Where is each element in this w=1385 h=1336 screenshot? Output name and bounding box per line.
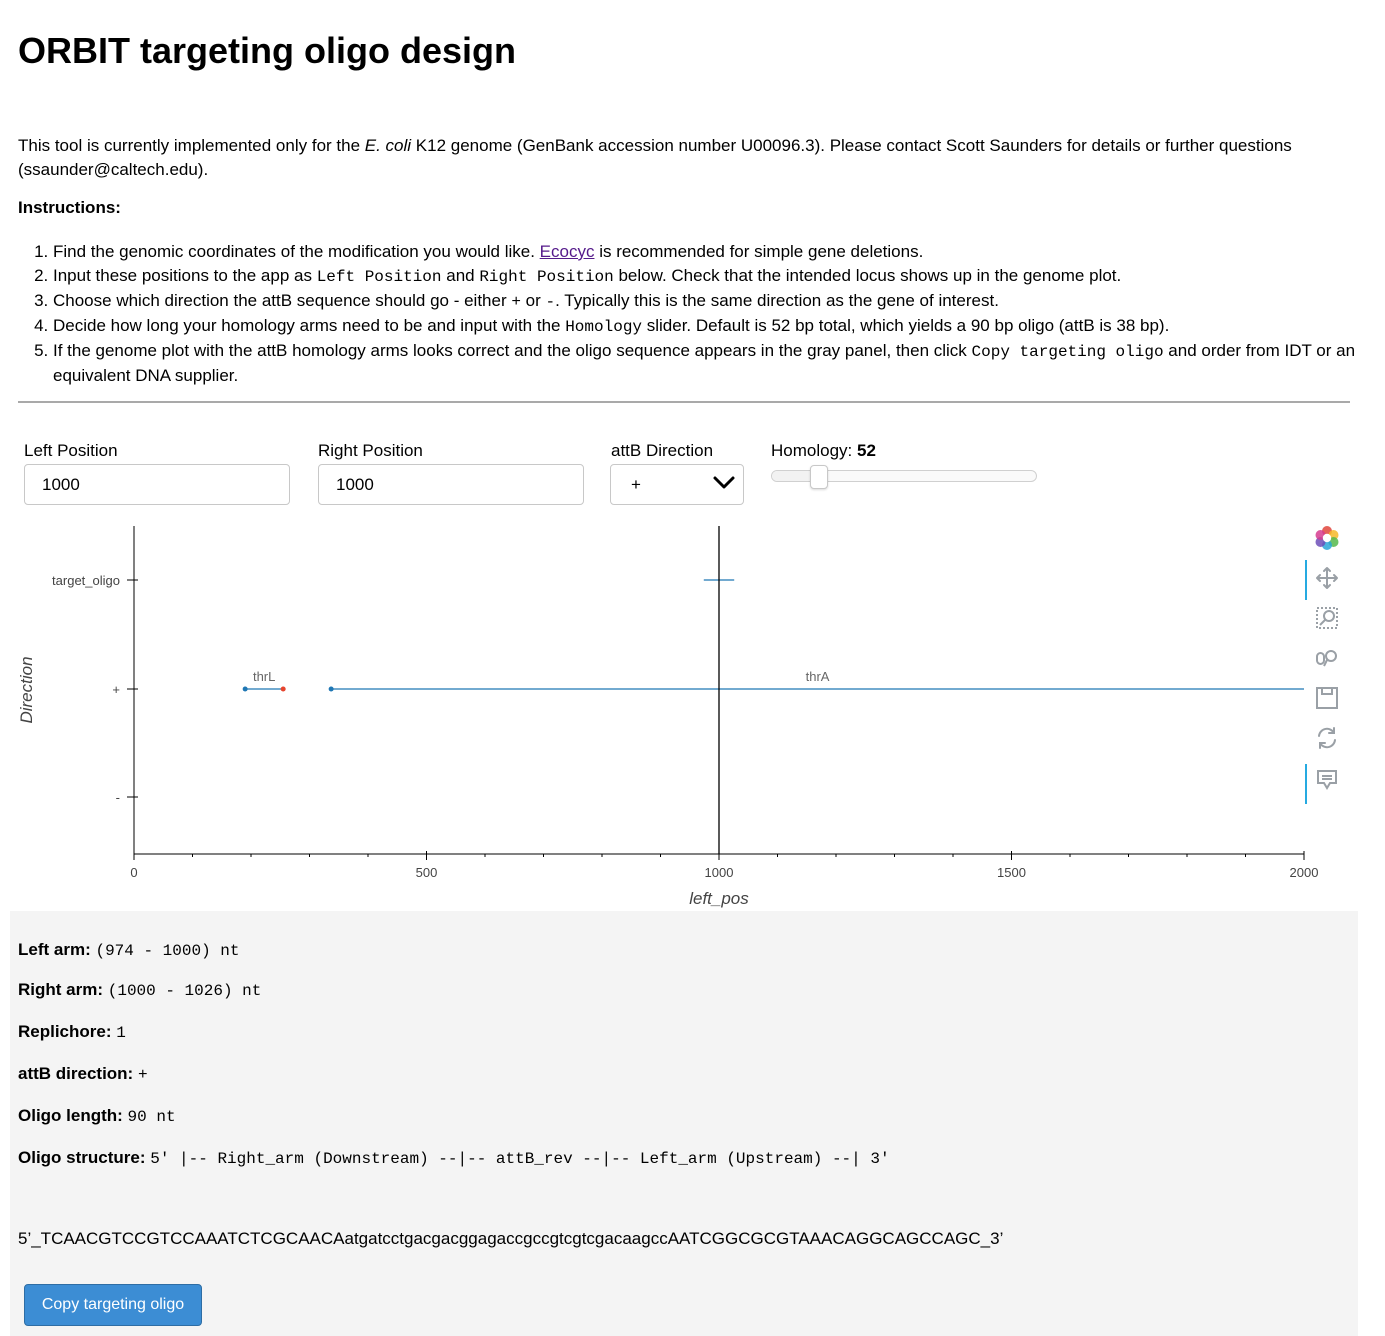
attb-direction-value: + <box>631 475 641 494</box>
reset-icon[interactable] <box>1315 726 1339 750</box>
right-position-input[interactable]: 1000 <box>318 464 584 505</box>
intro-text: This tool is currently implemented only … <box>18 136 1292 179</box>
box-zoom-icon[interactable] <box>1315 606 1339 630</box>
instructions-list: Find the genomic coordinates of the modi… <box>18 240 1385 388</box>
homology-label: Homology: 52 <box>771 441 876 460</box>
segment-start-point <box>328 686 334 692</box>
active-tool-indicator <box>1305 560 1307 600</box>
oligo-length-info: Oligo length: 90 nt <box>18 1106 176 1126</box>
x-axis-label: left_pos <box>689 889 749 908</box>
attb-direction-select[interactable]: + <box>610 464 744 505</box>
active-tool-indicator <box>1305 764 1307 804</box>
attb-direction-info: attB direction: + <box>18 1064 148 1084</box>
x-tick-label: 1500 <box>997 865 1026 880</box>
x-tick-label: 1000 <box>705 865 734 880</box>
plot-toolbar <box>1305 520 1345 820</box>
results-panel <box>10 911 1358 1336</box>
left-position-input[interactable]: 1000 <box>24 464 290 505</box>
hover-icon[interactable] <box>1315 768 1339 792</box>
x-tick-label: 2000 <box>1290 865 1319 880</box>
oligo-sequence: 5’_TCAACGTCCGTCCAAATCTCGCAACAatgatcctgac… <box>18 1229 1004 1248</box>
y-axis-label: Direction <box>17 656 36 723</box>
left-arm-info: Left arm: (974 - 1000) nt <box>18 940 240 960</box>
page-title: ORBIT targeting oligo design <box>18 30 516 71</box>
ecocyc-link[interactable]: Ecocyc <box>539 242 595 261</box>
right-arm-info: Right arm: (1000 - 1026) nt <box>18 980 262 1000</box>
list-item: If the genome plot with the attB homolog… <box>53 339 1385 388</box>
oligo-structure-info: Oligo structure: 5' |-- Right_arm (Downs… <box>18 1148 890 1168</box>
y-tick-label: - <box>116 790 120 805</box>
segment-end-point <box>280 686 286 692</box>
list-item: Choose which direction the attB sequence… <box>53 289 1385 314</box>
homology-slider-handle[interactable] <box>810 465 828 489</box>
x-tick-label: 0 <box>130 865 137 880</box>
copy-targeting-oligo-button[interactable]: Copy targeting oligo <box>24 1284 202 1326</box>
right-position-label: Right Position <box>318 441 423 460</box>
genome-plot[interactable]: target_oligo + - 0 500 1000 1500 2000 left_pos Di… <box>0 520 1318 912</box>
segment-start-point <box>242 686 248 692</box>
chevron-down-icon <box>713 465 735 504</box>
instructions-title: Instructions: <box>18 198 121 217</box>
homology-slider[interactable] <box>771 470 1037 482</box>
y-tick-label: target_oligo <box>52 573 120 588</box>
list-item: Decide how long your homology arms need … <box>53 314 1385 339</box>
pan-icon[interactable] <box>1315 566 1339 590</box>
list-item: Find the genomic coordinates of the modi… <box>53 240 1385 264</box>
replichore-info: Replichore: 1 <box>18 1022 126 1042</box>
wheel-zoom-icon[interactable] <box>1315 646 1339 670</box>
gene-label: thrL <box>253 669 275 684</box>
gene-label: thrA <box>806 669 830 684</box>
divider <box>18 401 1350 403</box>
y-tick-label: + <box>112 682 120 697</box>
bokeh-logo-icon[interactable] <box>1315 526 1339 550</box>
list-item: Input these positions to the app as Left… <box>53 264 1385 289</box>
left-position-label: Left Position <box>24 441 118 460</box>
save-icon[interactable] <box>1315 686 1339 710</box>
x-tick-label: 500 <box>416 865 438 880</box>
homology-slider-fill <box>772 471 817 481</box>
attb-direction-label: attB Direction <box>611 441 714 460</box>
